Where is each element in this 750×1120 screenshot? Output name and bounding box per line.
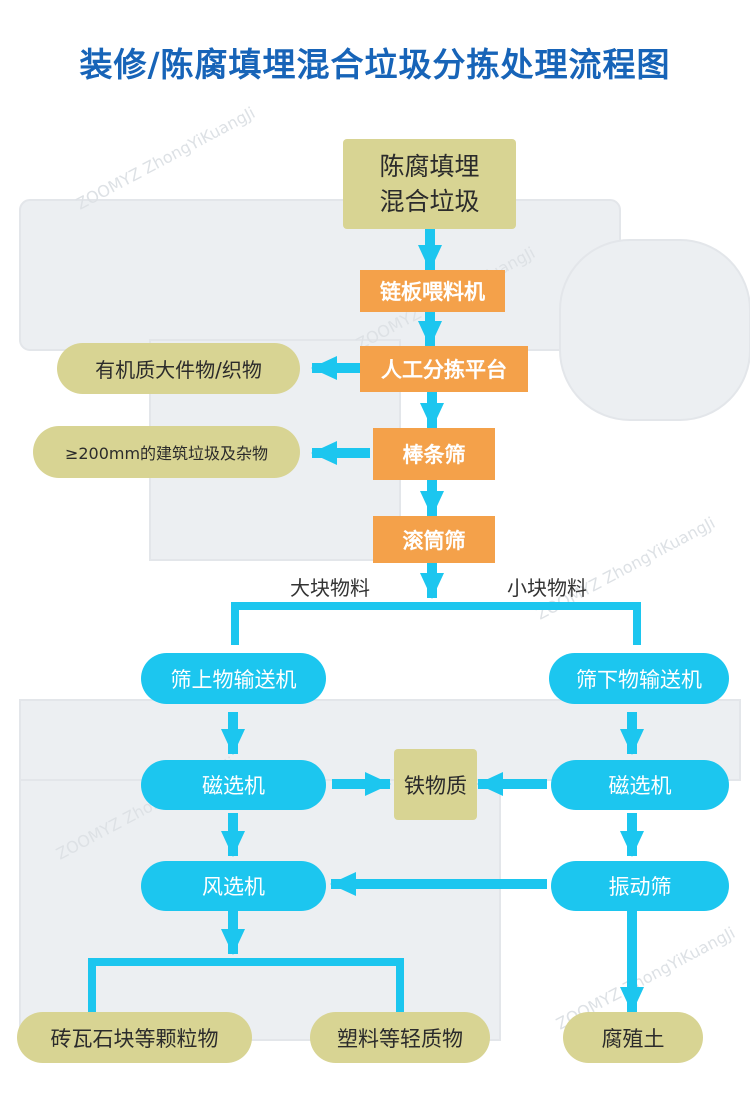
node-bar-screen: 棒条筛 (373, 428, 495, 480)
node-organic-bulk: 有机质大件物/织物 (57, 343, 300, 394)
node-manual-sorting: 人工分拣平台 (360, 346, 528, 392)
node-magnet-right: 磁选机 (551, 760, 729, 810)
node-magnet-left: 磁选机 (141, 760, 326, 810)
page-title: 装修/陈腐填埋混合垃圾分拣处理流程图 (79, 45, 671, 84)
node-chain-feeder: 链板喂料机 (360, 270, 505, 312)
node-source-line1: 陈腐填埋 (379, 152, 480, 181)
node-air-separator: 风选机 (141, 861, 326, 911)
node-plastics: 塑料等轻质物 (310, 1012, 490, 1063)
node-ferrous: 铁物质 (394, 749, 477, 820)
node-under-conveyor: 筛下物输送机 (549, 653, 729, 704)
node-construction-waste: ≥200mm的建筑垃圾及杂物 (33, 426, 300, 478)
node-humus: 腐殖土 (563, 1012, 703, 1063)
label-large-material: 大块物料 (290, 576, 370, 600)
split-bracket (231, 602, 641, 645)
node-vibrating-screen: 振动筛 (551, 861, 729, 911)
output-bracket (88, 958, 404, 1014)
label-small-material: 小块物料 (507, 576, 587, 600)
node-over-conveyor: 筛上物输送机 (141, 653, 326, 704)
node-trommel: 滚筒筛 (373, 516, 495, 563)
node-source-line2: 混合垃圾 (379, 187, 480, 216)
node-bricks: 砖瓦石块等颗粒物 (17, 1012, 252, 1063)
node-source: 陈腐填埋 混合垃圾 (343, 139, 516, 229)
machine-feeder-drum (559, 239, 750, 421)
